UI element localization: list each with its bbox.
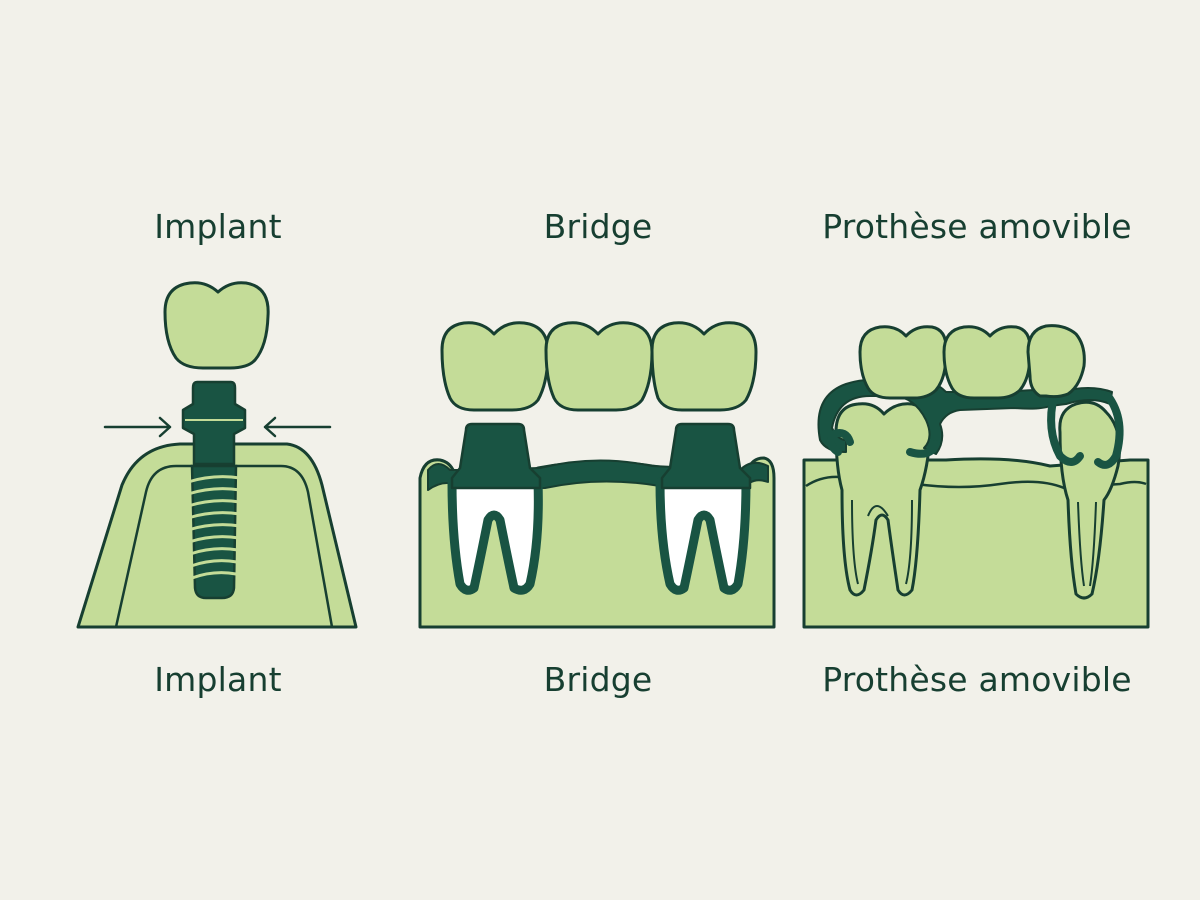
- bridge-crown-1: [440, 321, 550, 412]
- bridge-crown-2: [544, 321, 654, 412]
- removable-left-root-canal: [851, 499, 913, 585]
- bridge-crowns: [440, 321, 758, 412]
- removable-artificial-teeth: [858, 324, 1086, 400]
- removable-illustration: [802, 324, 1150, 629]
- bridge-title-bottom: Bridge: [543, 660, 653, 699]
- removable-artificial-tooth-1: [858, 325, 948, 400]
- implant-arrows: [103, 416, 332, 438]
- removable-right-tooth: [1058, 400, 1121, 600]
- bridge-right-crown-cap: [660, 422, 752, 490]
- bridge-illustration: [418, 321, 776, 629]
- removable-title-bottom: Prothèse amovible: [822, 660, 1132, 699]
- removable-clasp-left: [826, 429, 854, 456]
- bridge-left-crown-cap: [450, 422, 542, 490]
- bridge-crown-3: [650, 321, 758, 412]
- removable-artificial-tooth-2: [942, 325, 1032, 400]
- bridge-right-root: [655, 477, 751, 595]
- implant-title-top: Implant: [154, 207, 282, 246]
- bridge-title-top: Bridge: [543, 207, 653, 246]
- implant-illustration: [76, 281, 358, 629]
- arrow-left-icon: [263, 416, 332, 438]
- bridge-left-root: [447, 477, 543, 595]
- implant-abutment: [181, 380, 247, 466]
- implant-title-bottom: Implant: [154, 660, 282, 699]
- removable-clasp-middle: [906, 440, 940, 458]
- implant-screw-threads: [186, 475, 242, 580]
- removable-clasp-right: [1047, 392, 1124, 469]
- removable-title-top: Prothèse amovible: [822, 207, 1132, 246]
- implant-screw: [190, 464, 238, 600]
- implant-crown: [163, 281, 270, 370]
- removable-artificial-tooth-3: [1026, 324, 1086, 399]
- arrow-right-icon: [103, 416, 172, 438]
- removable-right-root-canal: [1077, 501, 1097, 587]
